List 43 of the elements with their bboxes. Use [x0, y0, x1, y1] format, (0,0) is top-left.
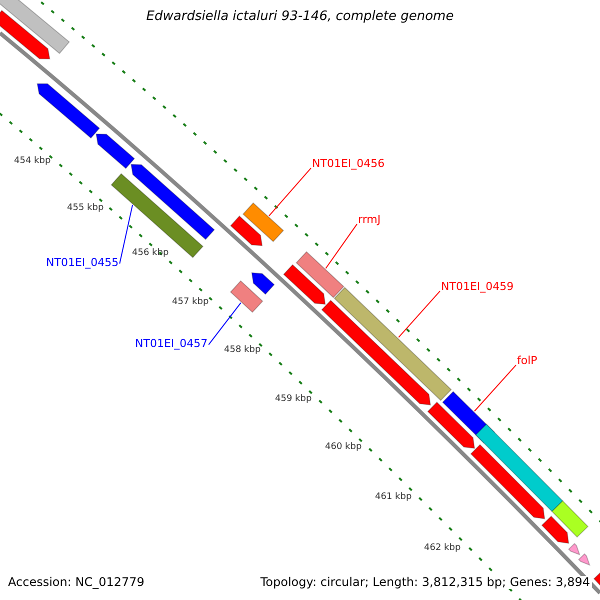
gene-bar	[0, 0, 70, 54]
gene-bar	[475, 424, 564, 512]
scale-label: 459 kbp	[275, 395, 312, 405]
gene-block	[470, 444, 546, 520]
gene-label: NT01EI_0456	[312, 158, 385, 170]
leader-line	[325, 224, 358, 269]
scale-label: 458 kbp	[224, 346, 261, 356]
gene-block	[427, 402, 476, 449]
leader-line	[208, 302, 242, 346]
gene-label: folP	[517, 355, 538, 368]
chart-title: Edwardsiella ictaluri 93-146, complete genome	[145, 10, 455, 24]
gene-bar	[242, 202, 284, 242]
leader-line	[268, 168, 312, 216]
scale-label: 462 kbp	[424, 544, 461, 554]
leader-line	[474, 364, 516, 412]
gene-block	[36, 83, 100, 139]
scale-label: 455 kbp	[67, 204, 104, 214]
gene-block	[541, 516, 570, 544]
scale-label: 461 kbp	[375, 493, 412, 503]
gene-block	[321, 300, 431, 406]
gene-bar	[230, 280, 264, 313]
gene-bar	[551, 500, 589, 538]
gene-block	[568, 542, 580, 556]
gene-block	[251, 272, 275, 295]
accession-text: Accession: NC_012779	[8, 576, 144, 590]
gene-bar	[296, 251, 344, 298]
gene-label: rrmJ	[358, 214, 381, 226]
gene-block	[283, 264, 326, 305]
gene-block	[230, 215, 263, 246]
gene-label: NT01EI_0459	[441, 281, 514, 294]
gene-block	[96, 133, 136, 170]
gene-block	[0, 10, 50, 60]
scale-label: 456 kbp	[132, 249, 169, 259]
gene-label: NT01EI_0455	[46, 257, 119, 270]
gene-block	[578, 553, 590, 566]
leader-line	[119, 204, 134, 264]
scale-label: 457 kbp	[172, 298, 209, 308]
scale-label: 454 kbp	[14, 157, 51, 167]
gene-label: NT01EI_0457	[135, 338, 208, 350]
gene-block	[130, 164, 215, 240]
genome-info-text: Topology: circular; Length: 3,812,315 bp; Genes: 3,894	[258, 576, 592, 590]
scale-label: 460 kbp	[325, 443, 362, 453]
gene-bar	[110, 173, 204, 258]
